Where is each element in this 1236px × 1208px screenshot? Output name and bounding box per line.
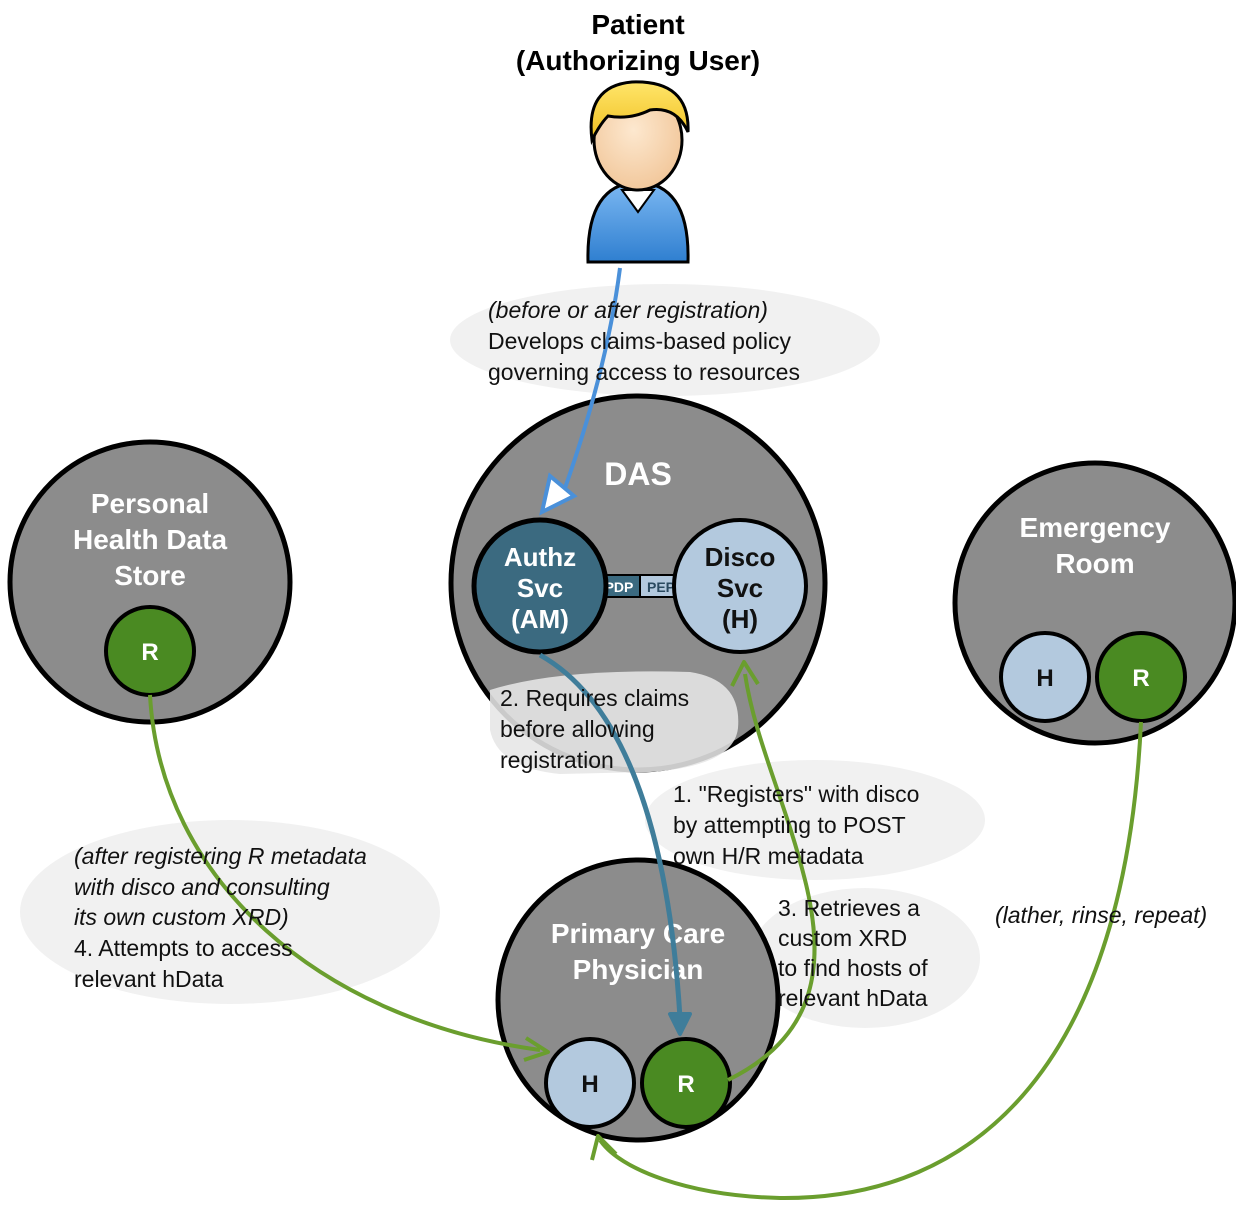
phds-title-1: Personal: [91, 488, 209, 519]
er-h-circle: [999, 631, 1091, 723]
requires-line-3: registration: [500, 747, 614, 773]
attempts-italic-1: (after registering R metadata: [74, 843, 367, 869]
pcp-r-circle: [640, 1037, 732, 1129]
attempts-line-2: relevant hData: [74, 966, 224, 992]
patient-user-icon: [586, 80, 690, 264]
disco-label-1: Disco: [705, 542, 776, 572]
disco-label-3: (H): [722, 604, 758, 634]
registers-line-1: 1. "Registers" with disco: [673, 781, 919, 807]
lather-annotation: (lather, rinse, repeat): [995, 902, 1207, 928]
phds-title-3: Store: [114, 560, 186, 591]
policy-line-1: Develops claims-based policy: [488, 328, 791, 354]
attempts-italic-3: its own custom XRD): [74, 904, 289, 930]
authz-label-3: (AM): [511, 604, 569, 634]
patient-subtitle: (Authorizing User): [516, 45, 760, 76]
retrieves-line-3: to find hosts of: [778, 955, 928, 981]
disco-label-2: Svc: [717, 573, 763, 603]
pcp-r-label: R: [677, 1071, 694, 1098]
phds-circle: [7, 439, 293, 725]
requires-annotation-bg: [490, 671, 739, 774]
attempts-italic-2: with disco and consulting: [74, 874, 330, 900]
authz-label-1: Authz: [504, 542, 576, 572]
phds-access-arrow: [148, 694, 550, 1062]
registers-arrow: [727, 660, 817, 1082]
disco-svc-circle: [672, 518, 808, 654]
pcp-circle: [495, 857, 781, 1143]
patient-title: Patient: [591, 9, 684, 40]
er-circle: [952, 460, 1236, 746]
authz-label-2: Svc: [517, 573, 563, 603]
retrieves-line-4: relevant hData: [778, 985, 928, 1011]
registers-line-3: own H/R metadata: [673, 843, 864, 869]
er-title-1: Emergency: [1020, 512, 1171, 543]
registers-annotation-bg: [645, 760, 985, 880]
er-access-arrow: [590, 721, 1143, 1201]
phds-title-2: Health Data: [73, 524, 227, 555]
pdp-label: PDP: [605, 579, 634, 595]
das-title: DAS: [604, 456, 672, 492]
requires-line-2: before allowing: [500, 716, 655, 742]
pcp-title-1: Primary Care: [551, 918, 725, 949]
er-r-circle: [1095, 631, 1187, 723]
policy-line-2: governing access to resources: [488, 359, 800, 385]
authz-svc-circle: [471, 517, 609, 655]
pcp-h-circle: [544, 1037, 636, 1129]
pep-label: PEP: [647, 579, 675, 595]
er-title-2: Room: [1055, 548, 1134, 579]
requires-line-1: 2. Requires claims: [500, 685, 689, 711]
policy-arrow: [539, 267, 622, 516]
policy-annotation-bg: [450, 284, 880, 396]
attempts-line-1: 4. Attempts to access: [74, 935, 293, 961]
er-h-label: H: [1036, 665, 1053, 692]
policy-italic: (before or after registration): [488, 297, 768, 323]
phds-r-label: R: [141, 639, 158, 666]
retrieves-line-1: 3. Retrieves a: [778, 895, 920, 921]
pcp-title-2: Physician: [573, 954, 704, 985]
requires-arrow: [538, 652, 692, 1036]
er-r-label: R: [1132, 665, 1149, 692]
registers-line-2: by attempting to POST: [673, 812, 906, 838]
pcp-h-label: H: [581, 1071, 598, 1098]
attempts-annotation-bg: [20, 820, 440, 1004]
retrieves-line-2: custom XRD: [778, 925, 907, 951]
